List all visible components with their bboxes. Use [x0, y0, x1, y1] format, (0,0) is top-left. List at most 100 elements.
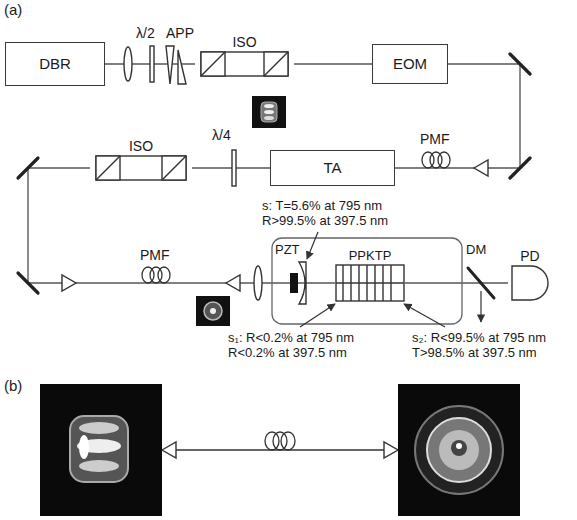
- beam-profile-image: [252, 96, 286, 128]
- laser-box: DBR: [5, 42, 105, 86]
- pzt-actuator: [290, 273, 298, 293]
- node-label: ISO: [90, 138, 192, 154]
- beam-profile-image: [264, 110, 274, 114]
- pzt-actuator: [290, 273, 298, 293]
- amplifier-box: TA: [270, 150, 395, 186]
- polarizer-cube: [264, 52, 288, 76]
- isolator: ISO: [90, 138, 192, 182]
- beam-profile-image: [439, 430, 479, 470]
- node-text: ISO: [90, 138, 192, 154]
- beam-profile-image: [79, 435, 89, 459]
- fiber-coil: [438, 152, 450, 168]
- callout-label: λ/4: [212, 128, 231, 143]
- pd-symbol: [508, 264, 552, 302]
- beam-profile-image: [261, 102, 277, 122]
- leader-arrow: [404, 304, 445, 327]
- waveplate: [150, 46, 236, 186]
- leader-arrow: [300, 232, 481, 327]
- waveplate: [232, 150, 236, 186]
- iso-symbol: [195, 50, 294, 78]
- crystal-body: [336, 265, 404, 301]
- fiber-coil: [265, 432, 279, 450]
- beam-profile-image: [415, 406, 503, 494]
- fiber-coil: [281, 432, 295, 450]
- waveplate: [150, 46, 154, 82]
- beam-profile-image: [204, 302, 222, 320]
- anamorphic-prism-pair: [166, 46, 186, 84]
- isolator: ISO: [195, 34, 294, 78]
- beam-line: [192, 167, 270, 169]
- fiber-coil: [273, 432, 287, 450]
- callout-label: PMF: [420, 132, 450, 147]
- callout-label: s₂: R<99.5% at 795 nm T>98.5% at 397.5 n…: [412, 330, 572, 360]
- callout-label: PMF: [140, 248, 170, 263]
- beam-profile-image: [196, 296, 230, 326]
- polarizer-cube: [162, 156, 186, 180]
- cavity-housing: [272, 238, 462, 324]
- polarizer-cube: [201, 52, 225, 76]
- callout-label: λ/2: [136, 26, 155, 41]
- callout-label: s: T=5.6% at 795 nm R>99.5% at 397.5 nm: [262, 198, 412, 228]
- node-label: PD: [508, 248, 552, 264]
- mirror: [510, 54, 530, 74]
- callout-label: PZT: [275, 242, 300, 257]
- leader-arrow: [307, 232, 318, 259]
- lens: [124, 47, 132, 81]
- mirror: [510, 158, 530, 178]
- mirror: [18, 158, 38, 178]
- cavity-housing: [272, 238, 462, 324]
- node-text: ISO: [195, 34, 294, 50]
- beam-profile-image: [427, 418, 491, 482]
- polarizer-cube: [264, 52, 288, 76]
- beam-profile-image: [398, 384, 520, 516]
- polarizer-cube: [162, 156, 186, 180]
- beam-profile-image: [79, 460, 119, 472]
- mirror: [18, 54, 530, 293]
- crystal: PPKTP: [335, 248, 405, 302]
- polarizer-cube: [201, 52, 225, 76]
- detector-body: [512, 266, 548, 300]
- callout-label: DM: [466, 242, 486, 257]
- isolator-body: [96, 156, 186, 180]
- node-text: PD: [508, 248, 552, 264]
- fiber-coil: [158, 267, 170, 283]
- leader-arrow: [480, 291, 481, 322]
- beam-profile-image: [40, 96, 520, 516]
- node-text: TA: [323, 160, 341, 176]
- beam-profile-image: [456, 443, 462, 449]
- polarizer-cube: [96, 156, 120, 180]
- poling-line: [336, 282, 404, 283]
- crystal-symbol: [335, 264, 405, 302]
- beam-profile-image: [264, 104, 274, 108]
- beam-profile-image: [40, 384, 162, 516]
- mirror: [18, 273, 38, 293]
- fiber-coupler: [226, 275, 240, 291]
- beam-line: [405, 282, 508, 284]
- fiber-coupler: [162, 442, 176, 458]
- beam-profile-image: [210, 308, 216, 314]
- beam-profile-image: [451, 440, 467, 456]
- node-label: ISO: [195, 34, 294, 50]
- lens: [254, 266, 262, 300]
- node-text: DBR: [39, 56, 71, 72]
- cavity-mirror: [299, 262, 306, 304]
- polarizer-cube: [96, 156, 120, 180]
- fiber-coupler: [384, 442, 398, 458]
- cavity-mirror: [299, 262, 306, 304]
- photodetector: PD: [508, 248, 552, 302]
- modulator-box: EOM: [372, 44, 448, 84]
- node-text: PPKTP: [335, 248, 405, 264]
- leader-arrow: [300, 304, 335, 327]
- callout-label: (a): [4, 2, 22, 17]
- isolator-body: [201, 52, 288, 76]
- anamorphic-prism-pair: [166, 46, 174, 84]
- anamorphic-prism-pair: [178, 50, 186, 84]
- iso-symbol: [90, 154, 192, 182]
- node-label: PPKTP: [335, 248, 405, 264]
- callout-label: (b): [4, 378, 22, 393]
- callout-label: APP: [166, 26, 194, 41]
- fiber-coupler: [474, 160, 488, 176]
- beam-line: [294, 63, 372, 65]
- node-text: EOM: [393, 56, 427, 72]
